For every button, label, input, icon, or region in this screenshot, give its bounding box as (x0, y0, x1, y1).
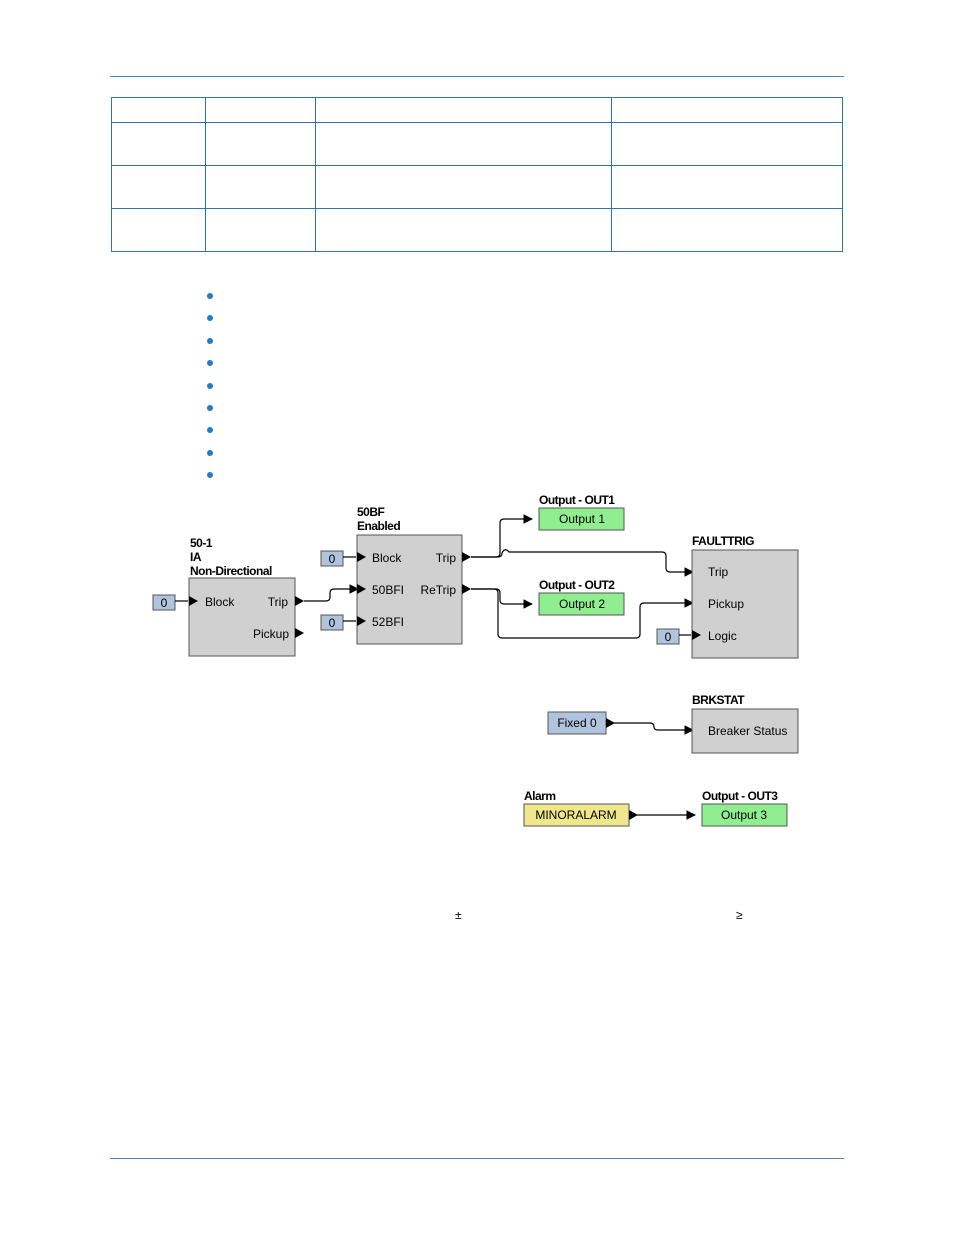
block-body (691, 708, 799, 754)
port-arrow-icon (295, 628, 304, 638)
port-arrow-icon (357, 552, 366, 562)
wire-trip-out1 (471, 514, 533, 558)
wire-retrip-pickup (471, 588, 694, 639)
constant-input[interactable]: 0 (320, 550, 356, 567)
bullet-icon (207, 360, 213, 367)
block-title: FAULTTRIG (692, 534, 754, 548)
port-arrow-icon (189, 596, 198, 606)
port-arrow-icon (606, 718, 615, 728)
header-rule (110, 76, 844, 77)
block-body (356, 534, 463, 645)
output-label: Output 1 (559, 512, 605, 526)
bullet-icon (207, 472, 213, 479)
port-label: Trip (708, 565, 729, 579)
wire-fixed-brkstat (614, 722, 694, 735)
port-label: Pickup (253, 627, 289, 641)
constant-label: 0 (329, 616, 336, 630)
port-label: 52BFI (372, 615, 404, 629)
wire-trip-50bfi (304, 584, 359, 602)
port-label: Logic (708, 629, 737, 643)
block-50-1[interactable]: 50-1 IA Non-Directional Block Trip Picku… (188, 536, 304, 657)
port-label: Block (372, 551, 402, 565)
constant-box (320, 614, 344, 631)
wires (304, 514, 696, 820)
table-row (111, 208, 843, 252)
port-arrow-icon (629, 810, 638, 820)
port-label: Block (205, 595, 235, 609)
wire-retrip-out2 (471, 588, 533, 609)
bullet-icon (207, 315, 213, 322)
constant-label: 0 (329, 552, 336, 566)
bullet-icon (207, 337, 213, 344)
constant-input[interactable]: 0 (656, 628, 691, 645)
output-out3[interactable]: Output - OUT3 Output 3 (701, 789, 788, 827)
fixed-input[interactable]: Fixed 0 (547, 711, 615, 735)
port-arrow-icon (357, 584, 366, 594)
constant-label: 0 (665, 630, 672, 644)
port-arrow-icon (692, 630, 701, 640)
output-title: Output - OUT2 (539, 578, 615, 592)
output-title: Output - OUT3 (702, 789, 778, 803)
output-label: Output 2 (559, 597, 605, 611)
plus-minus-symbol: ± (455, 908, 462, 922)
output-title: Output - OUT1 (539, 493, 615, 507)
port-arrow-icon (462, 552, 471, 562)
block-body (188, 577, 296, 657)
output-box (538, 507, 625, 531)
wire-trip-faulttrig (471, 549, 694, 577)
table-row (111, 165, 843, 209)
data-table (111, 97, 843, 252)
block-title: BRKSTAT (692, 693, 745, 707)
constant-box (152, 594, 176, 611)
port-label: ReTrip (420, 583, 456, 597)
port-arrow-icon (462, 584, 471, 594)
fixed-label: Fixed 0 (557, 716, 597, 730)
port-label: Trip (436, 551, 457, 565)
logic-diagram: 50-1 IA Non-Directional Block Trip Picku… (152, 493, 799, 827)
block-faulttrig[interactable]: FAULTTRIG Trip Pickup Logic (691, 534, 799, 659)
greater-equal-symbol: ≥ (736, 908, 743, 922)
port-label: Trip (268, 595, 289, 609)
constant-label: 0 (161, 596, 168, 610)
output-out1[interactable]: Output - OUT1 Output 1 (538, 493, 625, 531)
block-50bf[interactable]: 50BF Enabled Block 50BFI 52BFI Trip ReTr… (356, 505, 471, 645)
alarm-label: MINORALARM (535, 808, 616, 822)
block-title: Enabled (357, 519, 400, 533)
block-title: Non-Directional (190, 564, 272, 578)
footer-rule (110, 1158, 844, 1159)
constant-input[interactable]: 0 (320, 614, 356, 631)
block-title: IA (190, 550, 202, 564)
block-body (691, 549, 799, 659)
block-title: 50BF (357, 505, 385, 519)
table-header-row (111, 97, 843, 123)
bullet-icon (207, 449, 213, 456)
constant-box (656, 628, 680, 645)
output-box (701, 803, 788, 827)
output-label: Output 3 (721, 808, 767, 822)
constant-box (320, 550, 344, 567)
bullet-icon (207, 427, 213, 434)
output-out2[interactable]: Output - OUT2 Output 2 (538, 578, 625, 616)
block-title: 50-1 (190, 536, 213, 550)
alarm-source[interactable]: Alarm MINORALARM (523, 789, 638, 827)
constant-input[interactable]: 0 (152, 594, 188, 611)
port-label: Pickup (708, 597, 744, 611)
output-box (538, 592, 625, 616)
alarm-title: Alarm (524, 789, 556, 803)
block-brkstat[interactable]: BRKSTAT Breaker Status (691, 693, 799, 754)
bullet-icon (207, 293, 213, 299)
port-label: Breaker Status (708, 724, 787, 738)
port-arrow-icon (357, 616, 366, 626)
port-arrow-icon (295, 596, 304, 606)
bullet-icon (207, 382, 213, 389)
port-label: 50BFI (372, 583, 404, 597)
bullet-icon (207, 404, 213, 411)
